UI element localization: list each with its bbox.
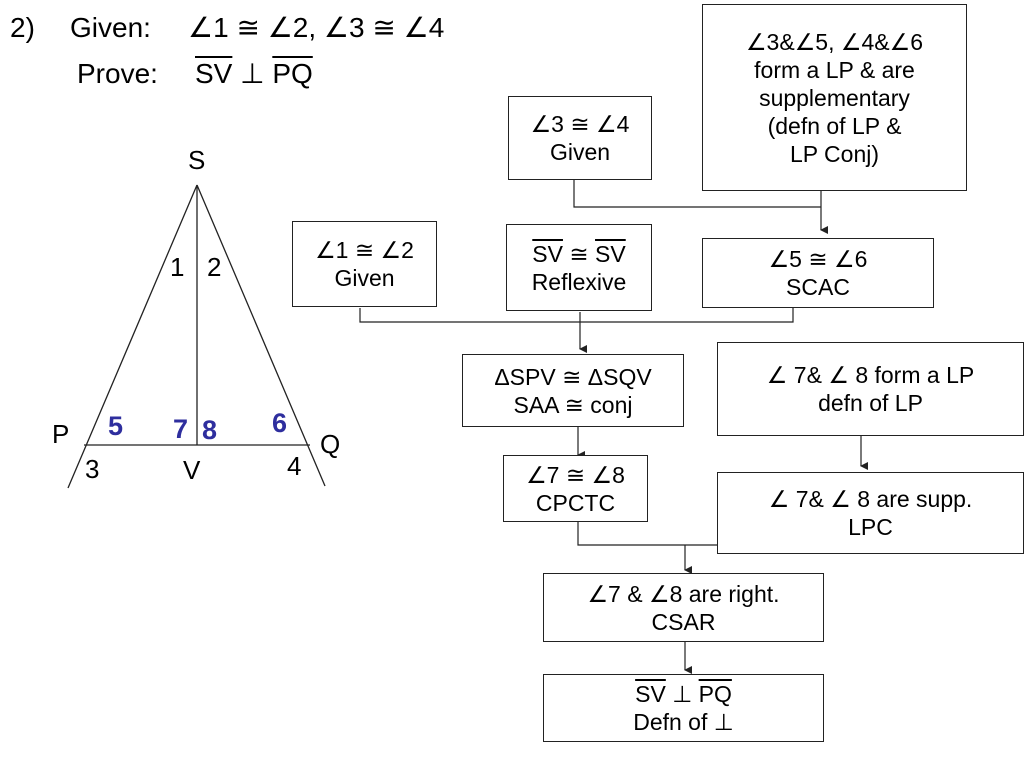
reason-line: SCAC: [786, 274, 850, 300]
perpendicular-symbol: ⊥: [665, 681, 699, 707]
statement-line: ∠3&∠5, ∠4&∠6: [745, 28, 924, 55]
statement-line: ∠3 ≅ ∠4: [530, 111, 630, 137]
segment-sv: SV: [635, 681, 666, 707]
statement-box-scac: ∠5 ≅ ∠6 SCAC: [702, 238, 934, 308]
problem-number: 2): [10, 12, 35, 43]
given-statement: ∠1 ≅ ∠2, ∠3 ≅ ∠4: [188, 12, 445, 43]
reason-line: defn of LP: [818, 390, 923, 416]
statement-line: ∠7 & ∠8 are right.: [587, 580, 780, 607]
angle-label-1: 1: [170, 252, 185, 282]
reason-line: Given: [334, 265, 395, 291]
statement-box-reflexive: SV ≅ SV Reflexive: [506, 224, 652, 311]
reason-line: CSAR: [651, 608, 716, 635]
perpendicular-symbol: ⊥: [240, 58, 265, 89]
segment-sv: SV: [595, 240, 626, 267]
angle-label-4: 4: [287, 451, 302, 481]
prove-segment-sv: SV: [195, 58, 233, 89]
statement-line: ∠5 ≅ ∠6: [768, 246, 868, 272]
statement-line: ∠ 7& ∠ 8 form a LP: [766, 362, 975, 388]
segment-pq: PQ: [698, 681, 732, 707]
angle-label-5: 5: [108, 411, 124, 441]
reason-line: LP Conj): [789, 140, 880, 167]
statement-line: ∠7 ≅ ∠8: [526, 461, 625, 488]
vertex-label-v: V: [183, 455, 201, 485]
statement-line: supplementary: [759, 84, 910, 111]
reason-line: Given: [549, 139, 611, 165]
given-label: Given:: [70, 12, 151, 43]
prove-segment-pq: PQ: [272, 58, 313, 89]
angle-label-6: 6: [272, 408, 288, 438]
statement-box-7-8-supplementary: ∠ 7& ∠ 8 are supp. LPC: [717, 472, 1024, 554]
reason-line: Reflexive: [531, 268, 627, 295]
angle-label-8: 8: [202, 415, 218, 445]
statement-box-right-angles: ∠7 & ∠8 are right. CSAR: [543, 573, 824, 642]
vertex-label-s: S: [188, 145, 206, 175]
statement-box-lp-supplementary: ∠3&∠5, ∠4&∠6 form a LP & are supplementa…: [702, 4, 967, 191]
statement-box-conclusion: SV ⊥ PQ Defn of ⊥: [543, 674, 824, 742]
reason-line: CPCTC: [535, 489, 616, 516]
statement-line: ΔSPV ≅ ΔSQV: [494, 363, 652, 390]
statement-box-cpctc: ∠7 ≅ ∠8 CPCTC: [503, 455, 648, 522]
statement-box-given-1-2: ∠1 ≅ ∠2 Given: [292, 221, 437, 307]
statement-line: ∠ 7& ∠ 8 are supp.: [768, 486, 973, 512]
statement-line: form a LP & are: [754, 56, 915, 83]
vertex-label-p: P: [52, 419, 70, 449]
reason-line: (defn of LP &: [767, 112, 902, 139]
statement-box-given-3-4: ∠3 ≅ ∠4 Given: [508, 96, 652, 180]
reason-line: LPC: [848, 514, 893, 540]
vertex-label-q: Q: [320, 429, 341, 459]
statement-line: SV ≅ SV: [532, 240, 625, 268]
prove-statement: SV ⊥ PQ: [195, 58, 313, 90]
reason-line: SAA ≅ conj: [513, 391, 633, 418]
prove-label: Prove:: [77, 58, 158, 89]
statement-line: ∠1 ≅ ∠2: [315, 237, 414, 263]
statement-box-7-8-linear-pair: ∠ 7& ∠ 8 form a LP defn of LP: [717, 342, 1024, 436]
statement-box-saa: ΔSPV ≅ ΔSQV SAA ≅ conj: [462, 354, 684, 427]
reason-line: Defn of ⊥: [633, 709, 734, 735]
angle-label-7: 7: [173, 414, 189, 444]
congruent-symbol: ≅: [562, 240, 596, 267]
angle-label-3: 3: [85, 454, 100, 484]
angle-label-2: 2: [207, 252, 222, 282]
segment-sv: SV: [532, 240, 563, 267]
statement-line: SV ⊥ PQ: [635, 680, 732, 708]
